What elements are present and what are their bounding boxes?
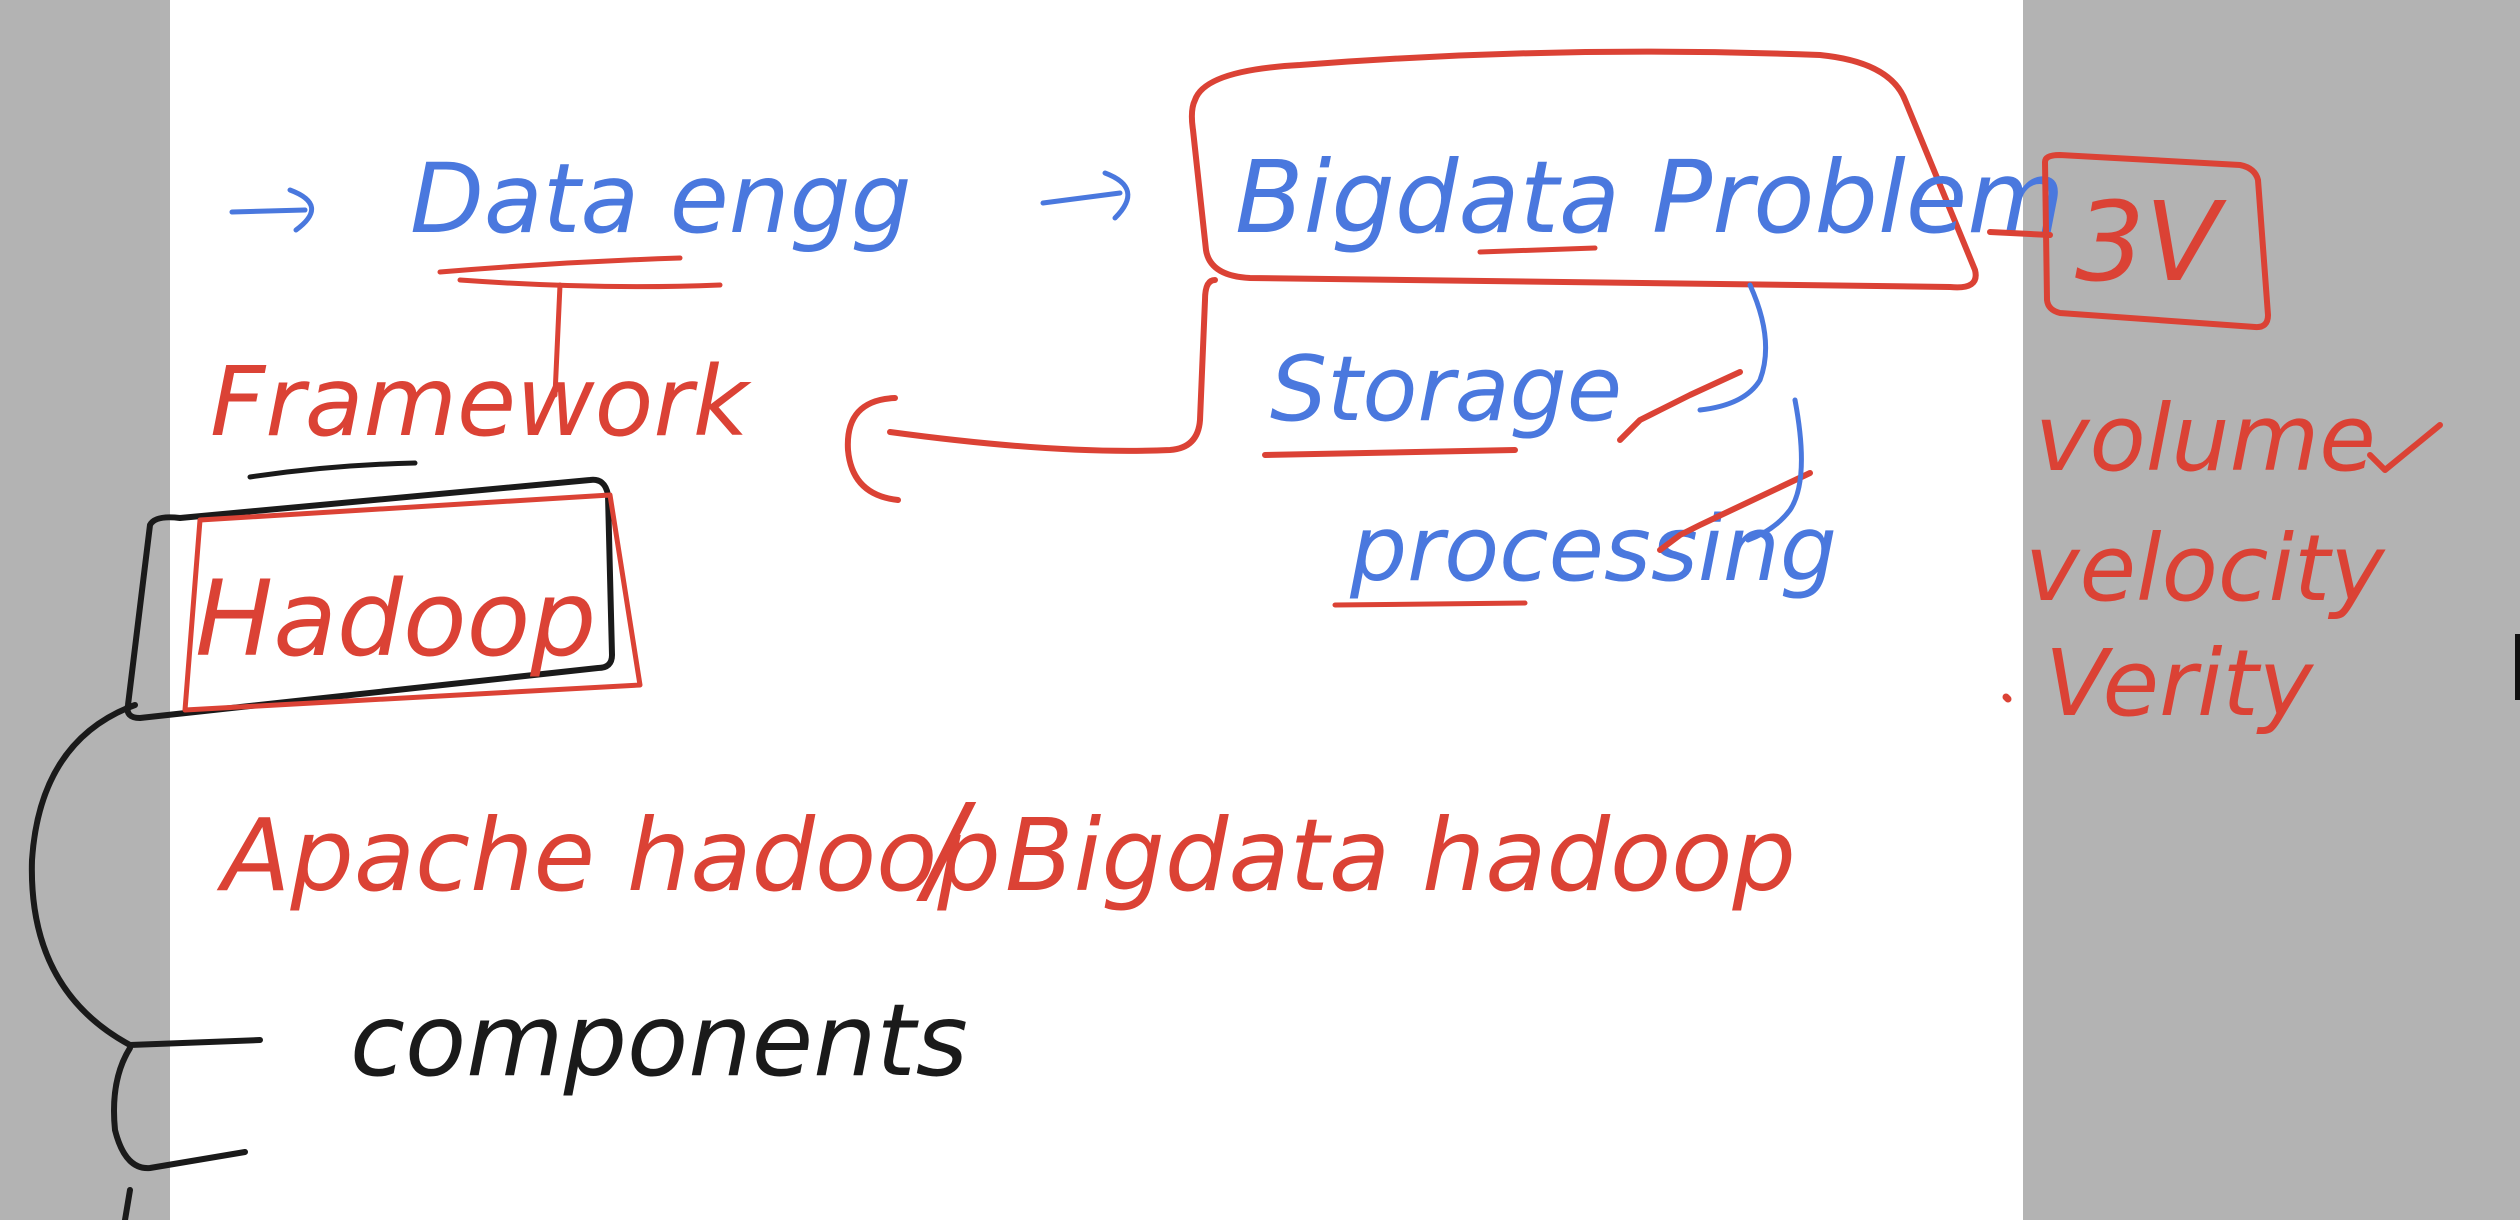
apache-hadoop-text: Apache hadoop: [216, 797, 1001, 914]
framework-link-bracket: [844, 277, 1218, 503]
components-subbranch: [111, 1045, 248, 1172]
storage-check-icon: [1617, 369, 1743, 443]
right-gray-margin: [2023, 0, 2520, 1220]
data-engg-to-framework-link: [552, 282, 563, 398]
bigdata-problem-text: Bigdata Problem: [1235, 139, 2065, 256]
whiteboard-page: [170, 0, 2023, 1220]
components-tree-branch: [28, 702, 263, 1048]
components-subbranch-tail: [122, 1187, 133, 1220]
processing-underline: [1332, 600, 1528, 608]
data-engg-text: Data engg: [410, 143, 912, 255]
hadoop-red-box: [182, 492, 643, 713]
three-v-text: 3V: [2075, 178, 2227, 306]
processing-text: processing: [1349, 497, 1837, 602]
processing-check-icon: [1657, 470, 1813, 553]
processing-brace: [1745, 397, 1804, 543]
framework-text: Framework: [210, 346, 752, 458]
link-to-3v: [1987, 229, 2053, 238]
bigdata-problem-underline: [1477, 245, 1598, 255]
velocity-text: velocity: [2025, 515, 2386, 622]
verity-dot: [2002, 693, 2012, 703]
arrow-to-bigdata-icon: [1040, 170, 1131, 221]
storage-text: Storage: [1270, 337, 1622, 442]
arrow-to-data-engg-icon: [229, 187, 315, 233]
data-engg-underline-2: [457, 277, 723, 290]
framework-underline: [247, 460, 418, 480]
three-v-box: [2042, 152, 2271, 331]
storage-underline: [1262, 447, 1518, 458]
bigdata-hadoop-text: Bigdata hadoop: [1005, 797, 1796, 914]
hadoop-text: Hadoop: [195, 558, 596, 680]
volume-check-icon: [2367, 422, 2443, 473]
bigdata-problem-box: [1188, 48, 1979, 291]
volume-text: volume: [2035, 385, 2376, 492]
storage-brace: [1697, 282, 1769, 413]
data-engg-underline: [437, 255, 683, 275]
verity-text: Verity: [2045, 630, 2315, 737]
edge-cursor-mark: [2515, 634, 2520, 700]
components-text: components: [350, 982, 968, 1099]
hadoop-black-box: [124, 476, 615, 721]
